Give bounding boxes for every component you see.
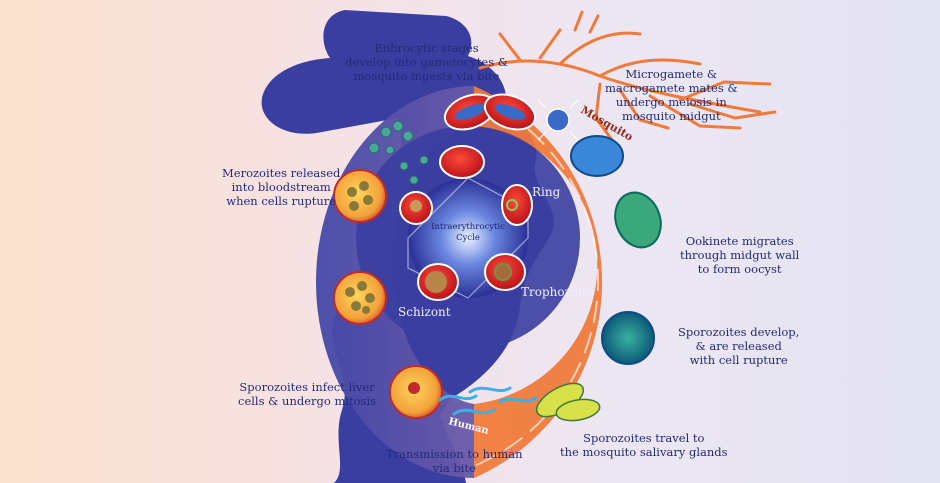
label-ookinete: Ookinete migrates through midgut wall to… [680,234,799,276]
label-sporozoites-infect: Sporozoites infect liver cells & undergo… [238,380,376,408]
label-line: via bite [432,461,476,475]
stage-schizont: Schizont [398,305,451,319]
stage-ring: Ring [532,185,561,199]
label-sporozoites-develop: Sporozoites develop, & are released with… [678,325,799,367]
label-line: Microgamete & [625,67,718,81]
label-line: Ookinete migrates [685,234,794,248]
label-line: with cell rupture [689,353,788,367]
label-line: Merozoites released [222,166,341,180]
label-line: the mosquito salivary glands [560,445,728,459]
label-line: to form oocyst [697,262,782,276]
gametocytes [443,93,537,131]
label-line: & are released [695,339,782,353]
label-line: Sporozoites develop, [678,325,800,339]
label-microgamete: Microgamete & macrogamete mates & underg… [605,67,738,123]
inner-cycle-label: Intraerythrocytic Cycle [424,222,512,244]
label-line: Enhrocytic stages [374,41,479,55]
label-line: into bloodstream [231,180,331,194]
mosquito-stages [535,99,662,422]
rbc-stages [399,145,533,301]
label-erythrocytic: Enhrocytic stages develop into gametocyt… [345,41,508,83]
label-line: when cells rupture [226,194,337,208]
label-line: develop into gametocytes & [345,55,509,69]
label-line: mosquito ingests via bite [353,69,500,83]
label-salivary: Sporozoites travel to the mosquito saliv… [560,431,728,459]
liver-cells [333,169,443,419]
label-line: undergo meiosis in [615,95,727,109]
label-line: mosquito midgut [621,109,721,123]
merozoites [368,120,429,185]
label-line: Sporozoites infect liver [239,380,375,394]
mosquito-arc [474,86,603,478]
label-line: macrogamete mates & [605,81,738,95]
label-line: Sporozoites travel to [583,431,705,445]
label-line: Intraerythrocytic [431,222,505,232]
sporozoites [438,386,538,416]
stage-trophozoite: Trophozoite [521,285,594,299]
label-line: Transmission to human [386,447,523,461]
label-line: cells & undergo mitosis [238,394,377,408]
label-transmission: Transmission to human via bite [386,447,523,475]
label-line: Cycle [456,233,480,243]
label-merozoites: Merozoites released into bloodstream whe… [222,166,340,208]
label-line: through midgut wall [680,248,800,262]
mosquito-outline [478,10,777,142]
